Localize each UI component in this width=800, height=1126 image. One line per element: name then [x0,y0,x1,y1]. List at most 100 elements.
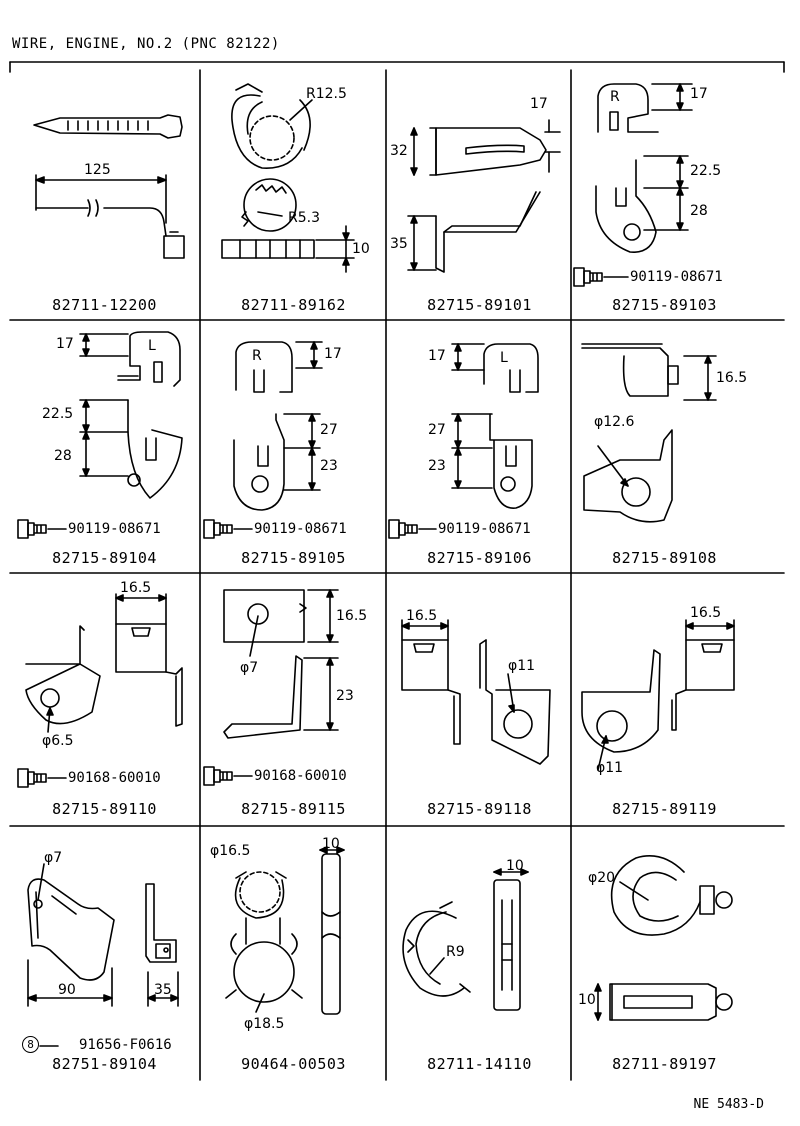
dim-length: 125 [84,162,111,178]
part-number: 82715-89115 [241,800,346,818]
dim-23: 23 [336,688,354,704]
dim-dia-11: φ11 [508,658,536,674]
dim-10: 10 [322,836,340,852]
dim-radius-small: R5.3 [288,210,320,226]
part-number: 82715-89105 [241,549,346,567]
part-number: 82715-89118 [427,800,532,818]
l-bracket-drawing [79,331,183,499]
double-clamp-drawing [221,83,355,273]
bolt-icons [17,267,603,788]
dim-radius-large: R12.5 [306,86,347,102]
dim-35: 35 [154,982,172,998]
twin-clip-drawing [225,846,345,1015]
part-number: 82715-89110 [52,800,157,818]
bolt-marker: 8 [22,1036,39,1053]
part-cell: 82751-89104 [12,827,197,1077]
dim-28: 28 [54,448,72,464]
bracket-11b-drawing [581,619,735,771]
dim-radius-9: R9 [446,944,465,960]
part-cell: 82715-89104 [12,321,197,571]
l-bracket-2-drawing [451,343,539,509]
part-number: 82711-89162 [241,296,346,314]
dim-16-5: 16.5 [690,605,722,621]
bolt-label: 90119-08671 [254,521,347,537]
side-letter: L [500,350,508,366]
part-number: 82711-89197 [612,1055,717,1073]
dim-dia-7: φ7 [240,660,259,676]
part-number: 82715-89108 [612,549,717,567]
bolt-label: 90119-08671 [68,521,161,537]
part-cell: 82715-89101 [387,70,572,320]
dim-17: 17 [56,336,74,352]
dim-22-5: 22.5 [42,406,74,422]
part-cell: 82715-89106 [387,321,572,571]
bolt-leaders [39,276,629,1047]
dim-dia-18-5: φ18.5 [244,1016,285,1032]
bolt-callout: 8 91656-F0616 [22,1036,172,1053]
part-number: 90464-00503 [241,1055,346,1073]
offset-bracket-drawing [581,343,717,523]
part-cell: 82711-14110 [387,827,572,1077]
r-bracket-drawing [595,83,693,253]
part-cell: 82711-89197 [572,827,757,1077]
part-cell: 82715-89115 [201,574,386,824]
part-cell: 82715-89118 [387,574,572,824]
dim-height-lower: 35 [390,236,408,252]
dim-height-top: 17 [530,96,548,112]
bolt-label: 90168-60010 [68,770,161,786]
part-number: 82715-89103 [612,296,717,314]
bolt-label: 90168-60010 [254,768,347,784]
bolt-label: 91656-F0616 [79,1036,172,1053]
bolt-label: 90119-08671 [438,521,531,537]
dim-28: 28 [690,203,708,219]
dim-dia-6-5: φ6.5 [42,733,74,749]
part-number: 82715-89106 [427,549,532,567]
sheet-frame [9,61,785,1081]
part-number: 82715-89119 [612,800,717,818]
dim-dia-12-6: φ12.6 [594,414,635,430]
bracket-7-drawing [223,589,339,739]
dim-22-5: 22.5 [690,163,722,179]
side-letter: R [610,89,620,105]
dim-dia-20: φ20 [588,870,616,886]
side-letter: L [148,338,156,354]
dim-10: 10 [506,858,524,874]
ring-clip-drawing [594,855,733,1021]
part-cell: 82715-89103 [572,70,757,320]
dim-16-5: 16.5 [716,370,748,386]
r-bracket-2-drawing [233,341,323,511]
dim-17: 17 [428,348,446,364]
part-number: 82711-12200 [52,296,157,314]
dim-16-5: 16.5 [406,608,438,624]
dim-27: 27 [428,422,446,438]
dim-90: 90 [58,982,76,998]
open-clip-drawing [402,868,529,1011]
dim-width: 10 [352,241,370,257]
part-cell: 82711-89162 [201,70,386,320]
dim-17: 17 [324,346,342,362]
bolt-label: 90119-08671 [630,269,723,285]
dim-dia-16-5: φ16.5 [210,843,251,859]
part-cell: 82715-89108 [572,321,757,571]
dim-16-5: 16.5 [120,580,152,596]
part-number: 82715-89104 [52,549,157,567]
part-number: 82711-14110 [427,1055,532,1073]
cable-tie-drawing [33,114,185,259]
part-cell: 90464-00503 [201,827,386,1077]
flat-bracket-drawing [407,119,561,273]
dim-23: 23 [428,458,446,474]
part-number: 82715-89101 [427,296,532,314]
part-cell: 82715-89119 [572,574,757,824]
part-cell: 82711-12200 [12,70,197,320]
dim-dia-7: φ7 [44,850,63,866]
part-number: 82751-89104 [52,1055,157,1073]
dim-27: 27 [320,422,338,438]
dim-23: 23 [320,458,338,474]
bracket-6-5-drawing [25,593,183,733]
dim-height-plate: 32 [390,143,408,159]
dim-10: 10 [578,992,596,1008]
part-cell: 82715-89110 [12,574,197,824]
long-bracket-drawing [27,863,179,1007]
drawing-code: NE 5483-D [693,1097,764,1112]
